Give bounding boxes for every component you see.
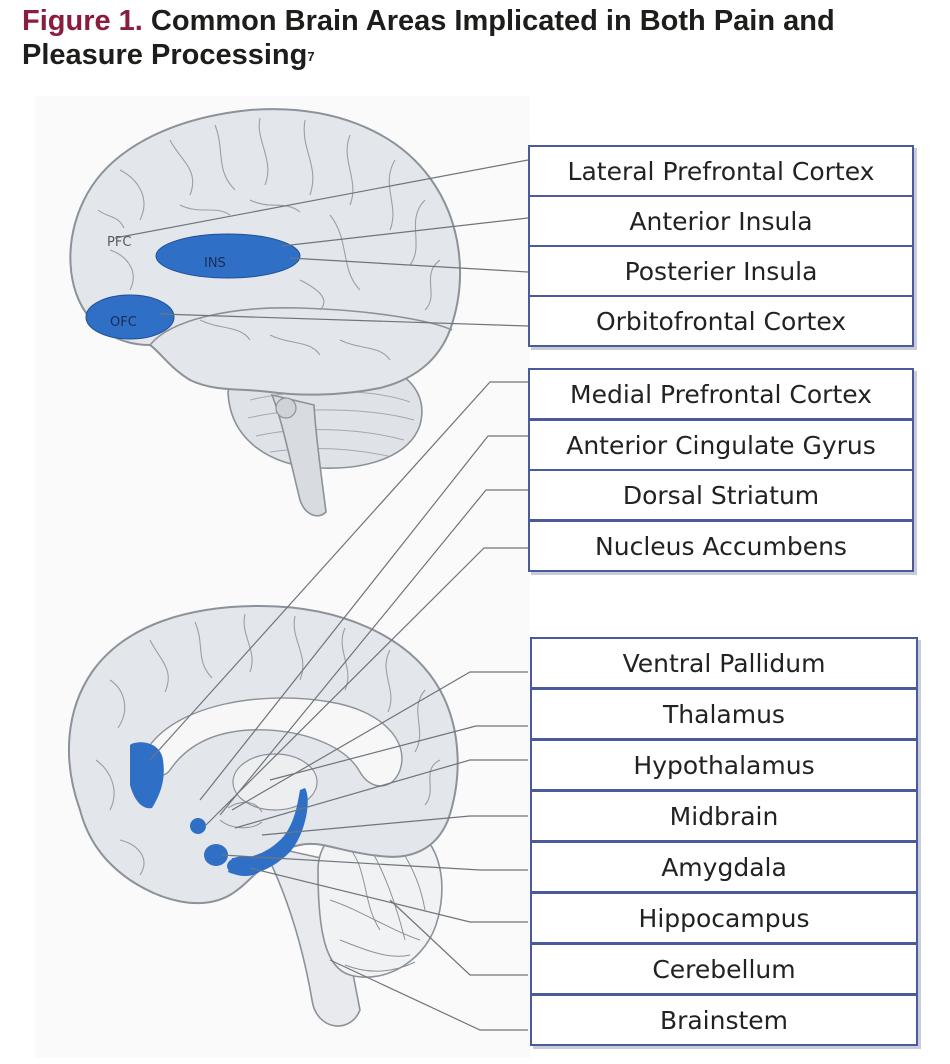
medial-pfc-region xyxy=(130,742,164,809)
leader-lines xyxy=(114,159,529,1031)
label-cerebellum: Cerebellum xyxy=(530,943,918,995)
cingulate-region xyxy=(228,788,308,876)
ins-region xyxy=(155,233,301,279)
label-medial-prefrontal-cortex: Medial Prefrontal Cortex xyxy=(528,368,914,420)
label-hypothalamus: Hypothalamus xyxy=(530,739,918,791)
figure-reference: 7 xyxy=(307,49,315,64)
ofc-label: OFC xyxy=(110,315,137,330)
accumbens-region xyxy=(190,818,206,834)
corpus-callosum xyxy=(147,697,403,787)
pfc-label: PFC xyxy=(107,235,131,250)
label-ventral-pallidum: Ventral Pallidum xyxy=(530,637,918,689)
label-anterior-cingulate-gyrus: Anterior Cingulate Gyrus xyxy=(528,419,914,471)
medial-gyri xyxy=(95,613,441,876)
lateral-brain: PFC INS OFC xyxy=(69,108,462,517)
figure-number: Figure 1. xyxy=(22,5,143,37)
amygdala-region xyxy=(204,844,228,866)
ofc-region xyxy=(85,294,175,340)
lateral-gyri xyxy=(97,117,441,361)
medial-brain xyxy=(67,604,459,1027)
label-brainstem: Brainstem xyxy=(530,994,918,1046)
label-amygdala: Amygdala xyxy=(530,841,918,893)
label-orbitofrontal-cortex: Orbitofrontal Cortex xyxy=(528,295,914,347)
ins-label: INS xyxy=(204,256,226,271)
label-midbrain: Midbrain xyxy=(530,790,918,842)
label-hippocampus: Hippocampus xyxy=(530,892,918,944)
figure-title: Figure 1. Common Brain Areas Implicated … xyxy=(22,4,932,72)
label-posterier-insula: Posterier Insula xyxy=(528,245,914,297)
label-dorsal-striatum: Dorsal Striatum xyxy=(528,469,914,521)
hippocampus-region xyxy=(227,856,263,876)
lateral-brainstem xyxy=(270,393,327,517)
label-anterior-insula: Anterior Insula xyxy=(528,195,914,247)
label-thalamus: Thalamus xyxy=(530,688,918,740)
label-lateral-prefrontal-cortex: Lateral Prefrontal Cortex xyxy=(528,145,914,197)
thalamus-shape xyxy=(232,753,318,811)
figure-title-text: Common Brain Areas Implicated in Both Pa… xyxy=(22,5,835,71)
label-nucleus-accumbens: Nucleus Accumbens xyxy=(528,520,914,572)
